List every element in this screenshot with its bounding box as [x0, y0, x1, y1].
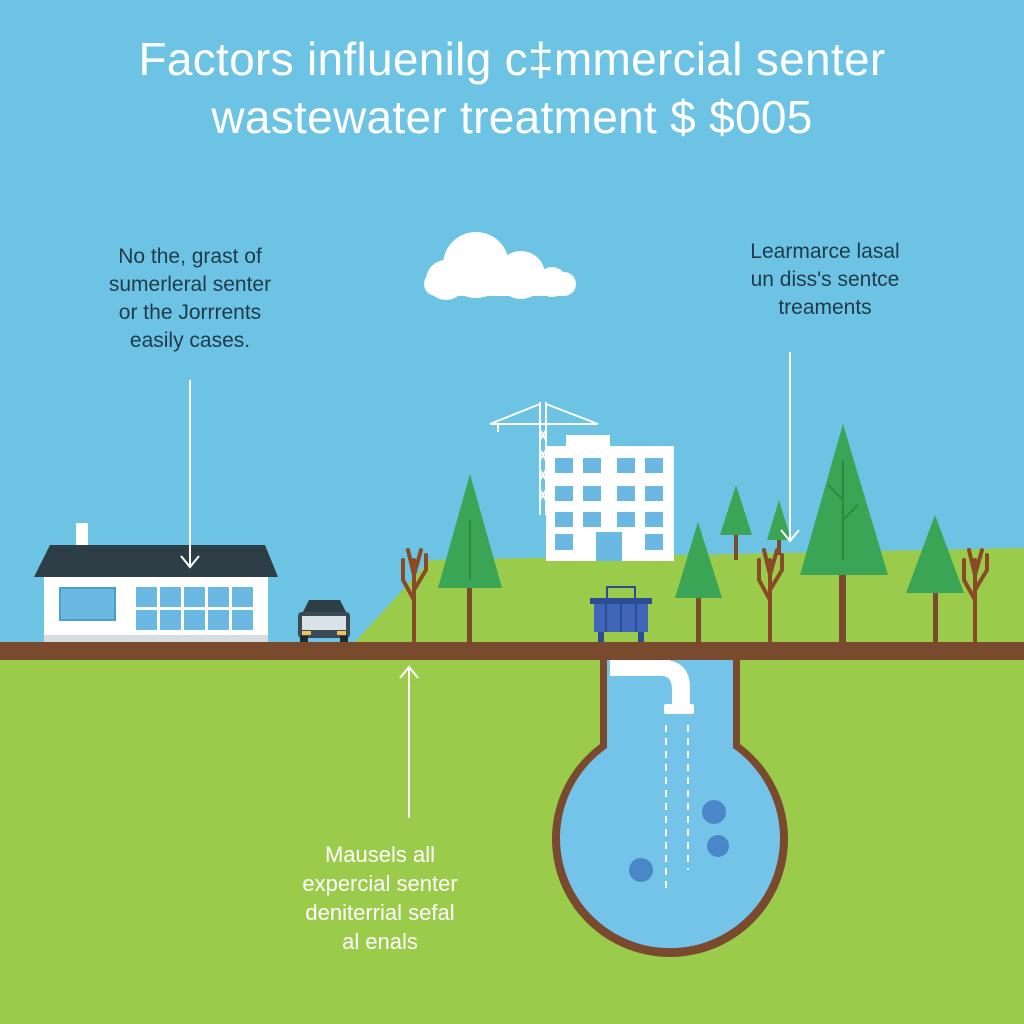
office-windows	[555, 458, 663, 561]
wastewater-tank	[551, 660, 789, 957]
pipe-icon	[610, 660, 694, 714]
grass	[0, 660, 1024, 1024]
waste-bin-icon	[590, 586, 652, 642]
bare-tree-icon	[962, 548, 989, 644]
annotation-line: expercial senter	[302, 871, 458, 896]
annotation-line: sumerleral senter	[108, 273, 272, 296]
tree-icon	[438, 474, 502, 642]
house-icon	[34, 523, 278, 642]
annotation-left: No the, grast of sumerleral senter or th…	[60, 243, 320, 355]
title-line: wastewater treatment $ $005	[211, 91, 813, 143]
house-windows	[136, 587, 253, 630]
tree-icon	[720, 485, 752, 560]
arrow-down-icon	[780, 352, 800, 543]
car-icon	[298, 600, 350, 642]
annotation-right: Learmarce lasal un diss's sentce treamen…	[690, 238, 960, 322]
annotation-line: Mausels all	[324, 842, 436, 867]
annotation-line: easily cases.	[129, 329, 251, 352]
bare-tree-icon	[401, 548, 428, 644]
tree-icon	[800, 424, 888, 642]
annotation-line: Learmarce lasal	[750, 240, 900, 263]
arrow-up-icon	[399, 665, 419, 818]
tree-icon	[767, 500, 791, 555]
page-title: Factors influenilg c‡mmercial senter was…	[0, 30, 1024, 146]
annotation-line: No the, grast of	[118, 245, 262, 268]
bubble-icon	[629, 858, 653, 882]
bubble-icon	[702, 800, 726, 824]
tree-icon	[906, 515, 964, 642]
tree-icon	[675, 522, 722, 642]
annotation-line: treaments	[778, 296, 872, 319]
annotation-line: deniterrial sefal	[305, 900, 455, 925]
bubble-icon	[707, 835, 729, 857]
cloud-icon	[424, 232, 576, 300]
bare-tree-icon	[757, 548, 784, 644]
annotation-line: or the Jorrrents	[118, 301, 262, 324]
annotation-line: un diss's sentce	[750, 268, 900, 291]
office-building	[546, 435, 674, 561]
ground-line	[0, 642, 1024, 660]
annotation-line: al enals	[342, 929, 418, 954]
arrow-down-icon	[180, 380, 200, 569]
annotation-bottom: Mausels all expercial senter deniterrial…	[240, 840, 520, 956]
title-line: Factors influenilg c‡mmercial senter	[138, 33, 886, 85]
